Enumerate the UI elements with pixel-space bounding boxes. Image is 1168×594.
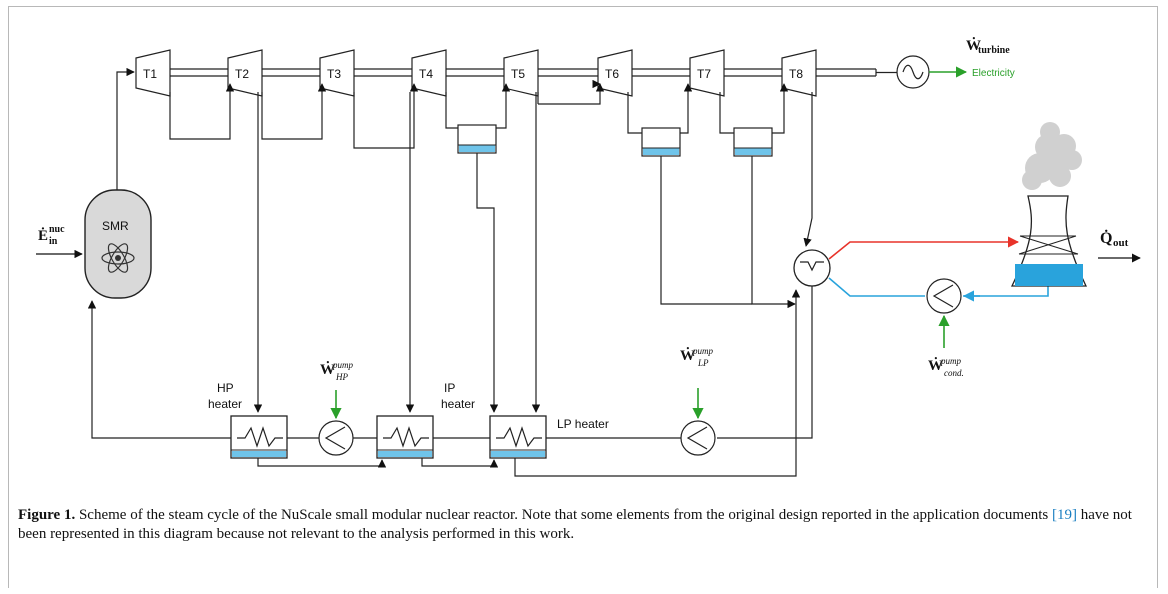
separator-drum-3 — [733, 127, 773, 157]
q-out-label: Q̇ out — [1100, 228, 1129, 249]
svg-text:HP: HP — [335, 372, 348, 382]
svg-text:T1: T1 — [143, 67, 157, 81]
energy-in-label: Ė nuc in — [38, 224, 65, 247]
svg-text:HP: HP — [217, 381, 234, 395]
caption-text-part2: have not been represented in this diagra… — [18, 507, 1132, 542]
reheat-loop-t1-t2 — [169, 83, 235, 140]
turbine-T5: T5 — [503, 49, 539, 97]
lp-heater — [489, 415, 547, 459]
cold-water-return — [963, 285, 1049, 297]
svg-text:Ẇ: Ẇ — [320, 361, 335, 378]
figure-caption: Figure 1. Scheme of the steam cycle of t… — [18, 506, 1138, 544]
drum3-to-t8 — [772, 83, 789, 134]
t4-to-drum — [445, 92, 458, 129]
hp-heater — [230, 415, 288, 459]
svg-text:T6: T6 — [605, 67, 619, 81]
cooling-tower — [1010, 122, 1088, 287]
svg-text:T2: T2 — [235, 67, 249, 81]
svg-text:Ẇ: Ẇ — [966, 37, 981, 54]
svg-text:Ẇ: Ẇ — [680, 347, 695, 364]
turbine-T4: T4 — [411, 49, 447, 97]
svg-text:pump: pump — [332, 360, 353, 370]
svg-text:T8: T8 — [789, 67, 803, 81]
svg-text:IP: IP — [444, 381, 455, 395]
turbine-T8: T8 — [781, 49, 817, 97]
svg-text:pump: pump — [692, 346, 713, 356]
turbine-T3: T3 — [319, 49, 355, 97]
hot-water-line — [828, 236, 1020, 260]
steam-cycle-diagram: T1 T2 T3 T4 T5 T6 T7 T8 Electricity Ẇ tu… — [36, 37, 1141, 477]
turbine-T2: T2 — [227, 49, 263, 97]
cold-water-line — [828, 277, 925, 297]
t5-to-t6-link — [538, 83, 605, 105]
svg-text:SMR: SMR — [102, 219, 129, 233]
w-pump-lp-label: Ẇ pump LP — [680, 346, 713, 368]
t7-drum-feed — [719, 92, 734, 134]
electricity-label: Electricity — [972, 68, 1015, 79]
caption-label: Figure 1. — [18, 507, 76, 523]
svg-text:heater: heater — [441, 397, 475, 411]
svg-text:LP: LP — [697, 358, 709, 368]
svg-text:Ė: Ė — [38, 227, 48, 244]
svg-text:T4: T4 — [419, 67, 433, 81]
generator — [896, 55, 930, 89]
condenser — [793, 249, 831, 287]
ip-heater — [376, 415, 434, 459]
hp-pump — [318, 420, 354, 456]
smr-reactor: SMR — [84, 189, 152, 299]
w-pump-cond-label: Ẇ pump cond. — [928, 356, 964, 378]
feedwater-return — [87, 300, 231, 439]
t6-drum-feed — [627, 92, 642, 134]
drum2-drain — [660, 156, 752, 305]
svg-text:T7: T7 — [697, 67, 711, 81]
figure-frame — [8, 6, 1158, 588]
svg-text:out: out — [1113, 237, 1129, 249]
w-turbine-label: Ẇ turbine — [966, 37, 1010, 56]
atom-icon — [101, 243, 135, 273]
condenser-pump — [926, 278, 962, 314]
drum-to-t5 — [496, 83, 511, 129]
drum2-to-t7 — [680, 83, 693, 134]
svg-text:T3: T3 — [327, 67, 341, 81]
steam-plume — [1022, 122, 1082, 190]
w-pump-hp-label: Ẇ pump HP — [320, 360, 353, 382]
reheat-loop-t2-t3 — [261, 83, 327, 140]
svg-text:turbine: turbine — [978, 45, 1010, 56]
turbine-T6: T6 — [597, 49, 633, 97]
condensate-line — [717, 286, 813, 439]
svg-text:cond.: cond. — [944, 368, 964, 378]
svg-text:Ẇ: Ẇ — [928, 357, 943, 374]
caption-text-part1: Scheme of the steam cycle of the NuScale… — [75, 507, 1052, 523]
caption-reference-link[interactable]: [19] — [1051, 507, 1077, 523]
svg-text:T5: T5 — [511, 67, 525, 81]
separator-drum-1 — [457, 124, 497, 154]
lp-drain-to-condenser — [514, 289, 801, 477]
svg-text:pump: pump — [940, 356, 961, 366]
turbine-T7: T7 — [689, 49, 725, 97]
ip-heater-label: IP heater — [441, 381, 475, 411]
lp-pump — [680, 420, 716, 456]
reheat-loop-t3-t4 — [353, 83, 419, 149]
separator-drum-2 — [641, 127, 681, 157]
drum3-drain — [751, 156, 796, 309]
svg-text:in: in — [49, 236, 58, 247]
hp-heater-label: HP heater — [208, 381, 242, 411]
turbine-T1: T1 — [135, 49, 171, 97]
drum1-drain — [476, 153, 499, 413]
svg-text:heater: heater — [208, 397, 242, 411]
ip-drain-to-lp — [421, 458, 499, 468]
lp-heater-label: LP heater — [557, 417, 609, 431]
svg-text:Q̇: Q̇ — [1100, 228, 1112, 247]
svg-text:nuc: nuc — [49, 224, 65, 235]
hp-drain-to-ip — [257, 458, 387, 468]
t8-exhaust — [803, 92, 813, 247]
main-steam-line — [116, 67, 135, 190]
